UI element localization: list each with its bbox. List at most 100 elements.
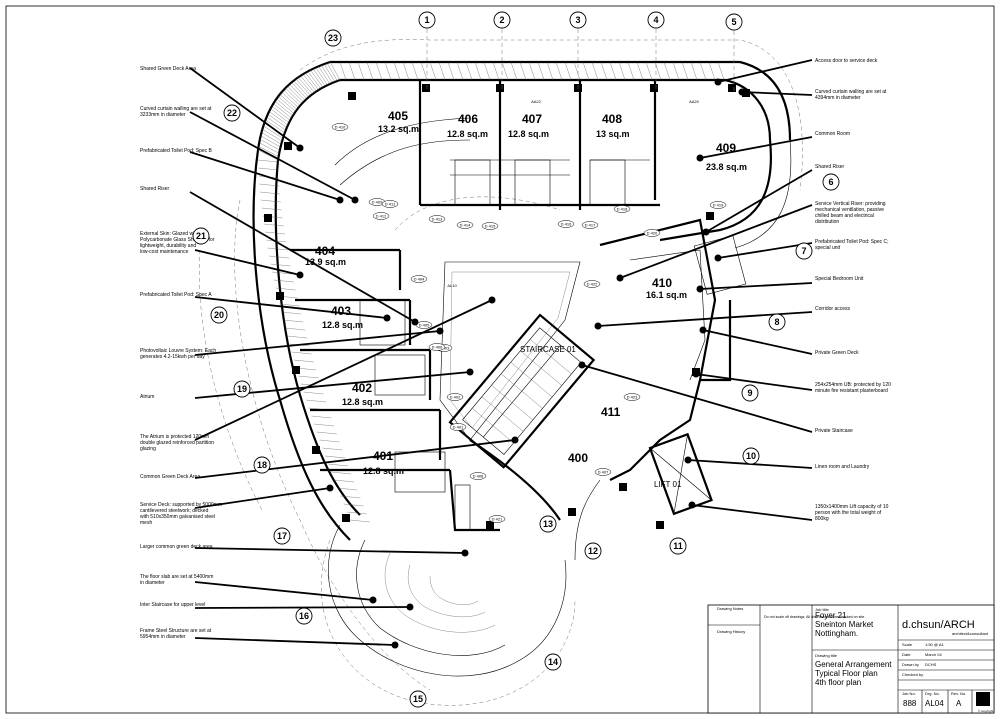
leader-dot — [696, 154, 704, 162]
grid-bubble — [324, 29, 342, 47]
grid-row-label: 22 — [227, 108, 237, 118]
job-title-line-1: Foyer 21 — [815, 611, 847, 620]
door-tag-label: D 409 — [372, 199, 383, 204]
leader-dot — [391, 641, 399, 649]
door-tag-label: D 422 — [587, 281, 598, 286]
leader-line — [194, 299, 493, 441]
room-409-area: 23.8 sq.m — [706, 162, 747, 172]
door-tag-label: D 418 — [617, 206, 628, 211]
room-400-number: 400 — [568, 451, 588, 465]
drawing-title-line-3: 4th floor plan — [815, 678, 861, 687]
grid-bubble — [233, 380, 251, 398]
al10-tag: AL10 — [447, 283, 457, 288]
drawing-title-line-2: Typical Floor plan — [815, 669, 878, 678]
leader-dot — [692, 370, 700, 378]
room-405-area: 13.2 sq.m — [378, 124, 419, 134]
room-410-number: 410 — [652, 276, 672, 290]
door-tag-label: D 417 — [585, 222, 596, 227]
door-tag: D 416 — [557, 220, 575, 228]
left-note: Larger common green deck area — [140, 544, 213, 550]
grid-row-label: 19 — [237, 384, 247, 394]
drawing-notes: Do not scale off drawings. All dimension… — [764, 615, 865, 619]
grid-row-label: 8 — [774, 317, 779, 327]
rev-label: Rev. No. — [951, 691, 966, 696]
door-tag-label: D 404 — [414, 276, 425, 281]
grid-row-label: 10 — [746, 451, 756, 461]
drawn-label: Drawn by — [902, 662, 919, 667]
job-title-label: Job title — [815, 607, 830, 612]
grid-row-label: 7 — [801, 246, 806, 256]
door-tag-label: D 408 — [473, 473, 484, 478]
drawing-title-line-1: General Arrangement — [815, 660, 892, 669]
checked-label: Checked by — [902, 672, 923, 677]
grid-column-label: 4 — [653, 15, 658, 25]
grid-row-label: 13 — [543, 519, 553, 529]
structural-column — [276, 292, 284, 300]
left-note: Shared Green Deck Area — [140, 66, 196, 72]
door-tag-label: D 414 — [460, 222, 471, 227]
scale-value: 1:50 @ A1 — [925, 642, 945, 647]
copyright: © copyright — [978, 709, 993, 713]
aa20-tag: AA20 — [689, 99, 700, 104]
leader-dot — [511, 436, 519, 444]
room-405-number: 405 — [388, 109, 408, 123]
structural-column — [312, 446, 320, 454]
door-tag-label: D 419 — [713, 202, 724, 207]
door-tag: D 406 — [428, 343, 446, 351]
leader-line — [699, 136, 813, 159]
structural-column — [348, 92, 356, 100]
room-404-area: 13.9 sq.m — [305, 257, 346, 267]
leader-dot — [702, 228, 710, 236]
grid-column-label: 3 — [575, 15, 580, 25]
grid-bubble — [647, 11, 665, 29]
grid-row-label: 6 — [828, 177, 833, 187]
leader-line — [194, 606, 411, 609]
door-tag-label: D 416 — [561, 221, 572, 226]
grid-bubble — [584, 542, 602, 560]
structural-column — [264, 214, 272, 222]
door-tag: D 405 — [415, 321, 433, 329]
door-tag-label: D 420 — [647, 230, 658, 235]
grid-row-label: 15 — [413, 694, 423, 704]
grid-bubble — [742, 447, 760, 465]
aa22-tag: AA22 — [531, 99, 542, 104]
door-tag: D 417 — [581, 221, 599, 229]
rev: A — [956, 699, 962, 708]
grid-bubble — [725, 13, 743, 31]
room-408-area: 13 sq.m — [596, 129, 630, 139]
grid-bubble — [210, 306, 228, 324]
right-note: Private Green Deck — [815, 350, 859, 356]
leader-dot — [336, 196, 344, 204]
grid-bubble — [741, 384, 759, 402]
grid-column-label: 1 — [424, 15, 429, 25]
leader-dot — [714, 78, 722, 86]
door-tag-label: D 411 — [385, 201, 396, 206]
left-note: Atrium — [140, 394, 154, 400]
room-406-number: 406 — [458, 112, 478, 126]
grid-bubble — [822, 173, 840, 191]
leader-dot — [578, 361, 586, 369]
leader-dot — [406, 603, 414, 611]
leader-line — [194, 330, 441, 356]
structural-column — [706, 212, 714, 220]
grid-bubble — [795, 242, 813, 260]
grid-row-label: 20 — [214, 310, 224, 320]
practice-logo-square — [976, 692, 990, 706]
right-note: Prefabricated Toilet Pod: Spec C;special… — [815, 239, 889, 251]
door-tag-label: D 413 — [432, 216, 443, 221]
title-block: Drawing Notes Do not scale off drawings.… — [707, 604, 995, 714]
door-tag: D 408 — [469, 472, 487, 480]
leader-line — [194, 439, 516, 479]
door-tag: D 422 — [583, 280, 601, 288]
door-tag: D 414 — [456, 221, 474, 229]
leader-dot — [699, 326, 707, 334]
date-label: Date — [902, 652, 911, 657]
leader-line — [194, 637, 396, 646]
